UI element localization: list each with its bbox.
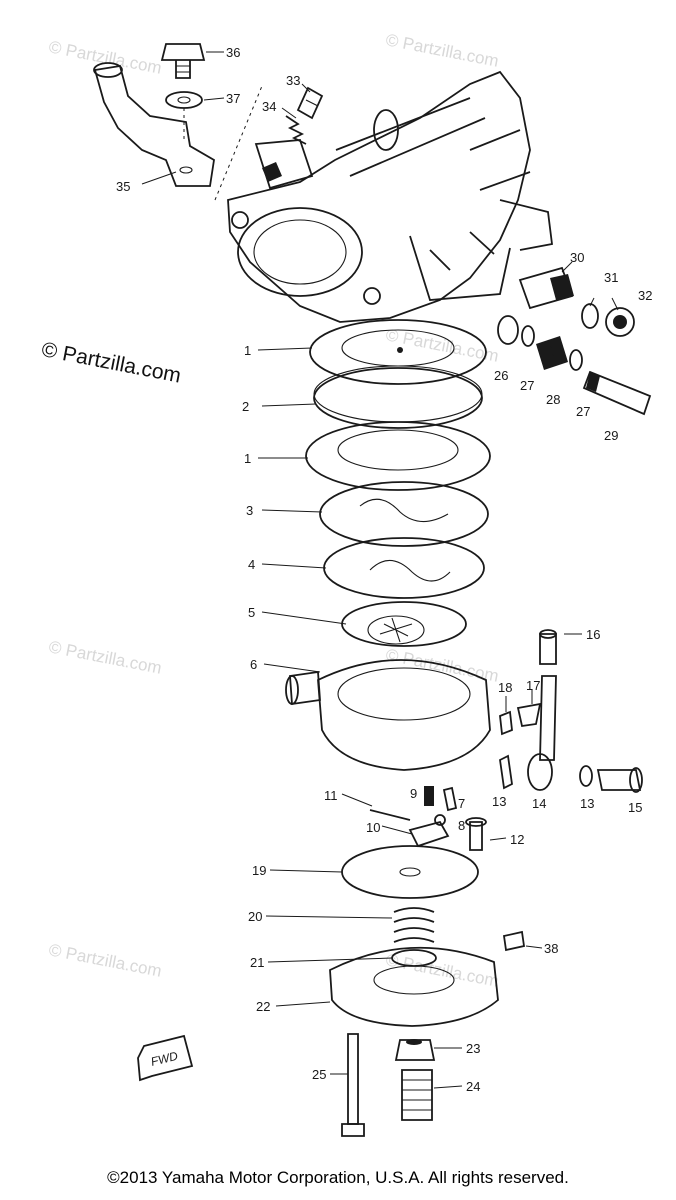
- callout-21: 21: [250, 955, 264, 970]
- part-clip-26[interactable]: [497, 315, 519, 345]
- part-rivet-8[interactable]: [434, 814, 446, 826]
- callout-22: 22: [256, 999, 270, 1014]
- callout-9: 9: [410, 786, 417, 801]
- callout-18: 18: [498, 680, 512, 695]
- watermark-text: © Partzilla.com: [47, 637, 163, 678]
- part-nozzle-30[interactable]: [518, 266, 574, 310]
- callout-5: 5: [248, 605, 255, 620]
- part-screw-12[interactable]: [465, 817, 487, 851]
- part-oring-31[interactable]: [581, 303, 599, 329]
- callout-11: 11: [324, 788, 338, 803]
- part-pin-7[interactable]: [442, 786, 458, 812]
- callout-38: 38: [544, 941, 558, 956]
- part-clip-18[interactable]: [499, 710, 513, 736]
- part-washer-27b[interactable]: [569, 349, 583, 371]
- callout-37: 37: [226, 91, 240, 106]
- part-screw-38b[interactable]: [502, 930, 526, 952]
- part-washer-13a[interactable]: [499, 754, 513, 790]
- callout-labels: 1 2 1 3 4 5 6 7 8 9 10 11 12 13 14 13 15…: [116, 45, 652, 1094]
- callout-2: 2: [242, 399, 249, 414]
- callout-1: 1: [244, 343, 251, 358]
- callout-32: 32: [638, 288, 652, 303]
- part-washer-37[interactable]: [165, 91, 203, 109]
- callout-31: 31: [604, 270, 618, 285]
- callout-13: 13: [492, 794, 506, 809]
- callout-13: 13: [580, 796, 594, 811]
- copyright-notice: ©2013 Yamaha Motor Corporation, U.S.A. A…: [107, 1168, 569, 1187]
- callout-6: 6: [250, 657, 257, 672]
- part-cover-22[interactable]: [329, 946, 499, 1027]
- fwd-arrow-icon: FWD: [137, 1034, 194, 1082]
- callout-33: 33: [286, 73, 300, 88]
- part-bolt-25[interactable]: [341, 1033, 365, 1137]
- callout-7: 7: [458, 796, 465, 811]
- callout-12: 12: [510, 832, 524, 847]
- part-pin-11[interactable]: [369, 809, 411, 821]
- callout-15: 15: [628, 800, 642, 815]
- part-cap-16[interactable]: [539, 629, 557, 665]
- part-spring-20[interactable]: [393, 907, 435, 943]
- part-lever-14[interactable]: [527, 675, 557, 791]
- callout-35: 35: [116, 179, 130, 194]
- callout-1: 1: [244, 451, 251, 466]
- part-washer-27a[interactable]: [521, 325, 535, 347]
- part-pump-body-6[interactable]: [285, 659, 491, 771]
- part-check-valve-5[interactable]: [341, 601, 467, 647]
- callout-30: 30: [570, 250, 584, 265]
- part-link-17[interactable]: [516, 702, 542, 728]
- callout-27: 27: [576, 404, 590, 419]
- callout-20: 20: [248, 909, 262, 924]
- callout-29: 29: [604, 428, 618, 443]
- part-pin-15[interactable]: [596, 767, 643, 793]
- exploded-carburetor-diagram: © Partzilla.com © Partzilla.com © Partzi…: [47, 30, 652, 1137]
- part-spring-28[interactable]: [536, 336, 568, 370]
- part-lever-10[interactable]: [408, 820, 450, 848]
- part-cap-32[interactable]: [605, 307, 635, 337]
- part-gasket-1b[interactable]: [305, 421, 491, 491]
- part-gasket-4[interactable]: [323, 537, 485, 599]
- watermark-text: © Partzilla.com: [47, 37, 163, 78]
- callout-34: 34: [262, 99, 276, 114]
- part-diaphragm-19[interactable]: [341, 845, 479, 899]
- callout-27: 27: [520, 378, 534, 393]
- callout-17: 17: [526, 678, 540, 693]
- callout-14: 14: [532, 796, 546, 811]
- part-carburetor-body[interactable]: [227, 70, 553, 323]
- callout-23: 23: [466, 1041, 480, 1056]
- part-diaphragm-3[interactable]: [319, 481, 489, 547]
- watermark-text: © Partzilla.com: [384, 30, 500, 71]
- callout-3: 3: [246, 503, 253, 518]
- part-adjust-screw-33[interactable]: [296, 86, 324, 120]
- fwd-label: FWD: [149, 1049, 179, 1069]
- part-nut-23[interactable]: [394, 1039, 436, 1061]
- part-throttle-bracket[interactable]: [93, 62, 215, 187]
- leader-lines: [141, 51, 619, 1089]
- callout-36: 36: [226, 45, 240, 60]
- callout-26: 26: [494, 368, 508, 383]
- part-spring-9[interactable]: [424, 786, 434, 806]
- callout-28: 28: [546, 392, 560, 407]
- part-washer-13b[interactable]: [579, 765, 593, 787]
- part-plug-24[interactable]: [401, 1069, 433, 1121]
- part-pin-29[interactable]: [582, 370, 652, 416]
- callout-25: 25: [312, 1067, 326, 1082]
- callout-16: 16: [586, 627, 600, 642]
- part-float-bowl-link[interactable]: [254, 139, 314, 190]
- callout-24: 24: [466, 1079, 480, 1094]
- part-bolt-36[interactable]: [160, 43, 206, 79]
- callout-4: 4: [248, 557, 255, 572]
- callout-10: 10: [366, 820, 380, 835]
- watermark-text: © Partzilla.com: [47, 940, 163, 981]
- callout-19: 19: [252, 863, 266, 878]
- part-spring-34[interactable]: [285, 115, 307, 145]
- callout-8: 8: [458, 818, 465, 833]
